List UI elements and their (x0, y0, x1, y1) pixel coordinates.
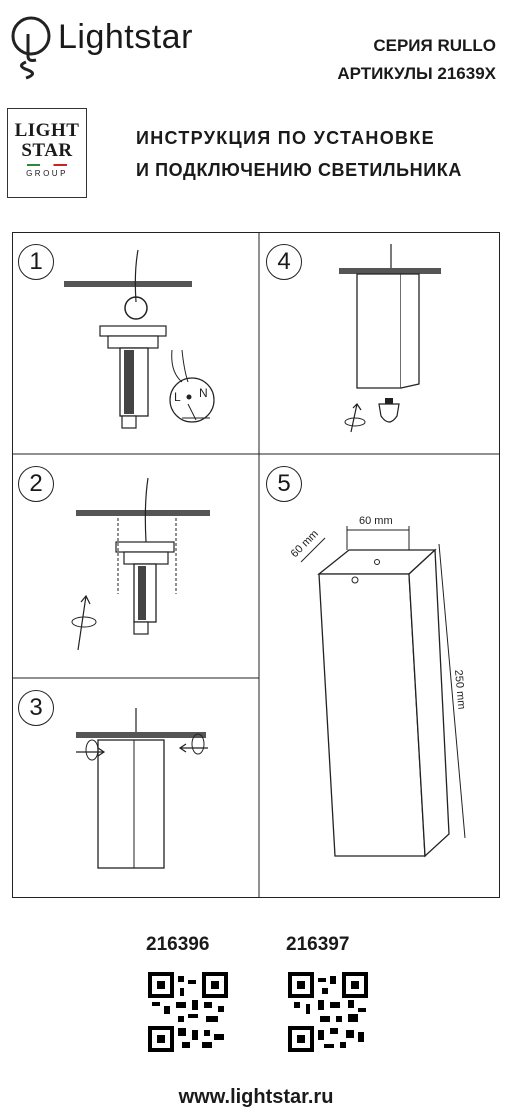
step-number-1: 1 (18, 244, 54, 280)
step-number-3: 3 (18, 690, 54, 726)
qr-code-2-icon[interactable] (288, 972, 368, 1052)
step-1-wiring-illustration: L N (64, 249, 215, 429)
logo-line-2: STAR (21, 140, 73, 161)
step-3-shade-illustration (76, 708, 208, 869)
step-5-dimensions-illustration: 60 mm 60 mm 250 mm (289, 515, 467, 858)
step-2-mounting-illustration (71, 477, 210, 651)
lightstar-logo-icon (11, 16, 51, 80)
series-title: СЕРИЯ RULLO (373, 36, 496, 55)
width-dimension-label: 60 mm (359, 515, 393, 527)
instruction-panel (12, 232, 500, 898)
instruction-title-line-2: И ПОДКЛЮЧЕНИЮ СВЕТИЛЬНИКА (136, 160, 462, 180)
depth-dimension-label: 60 mm (289, 528, 321, 560)
qr-code-1-icon[interactable] (148, 972, 228, 1052)
article-numbers: АРТИКУЛЫ 21639X (337, 64, 496, 83)
logo-line-1: LIGHT (14, 120, 80, 141)
step-number-5: 5 (266, 466, 302, 502)
logo-line-3: GROUP (26, 169, 68, 178)
italian-flag-stripe (27, 164, 67, 166)
light-star-group-logo: LIGHT STAR GROUP (7, 108, 87, 198)
instruction-title-line-1: ИНСТРУКЦИЯ ПО УСТАНОВКЕ (136, 128, 435, 148)
step-number-2: 2 (18, 466, 54, 502)
step-number-4: 4 (266, 244, 302, 280)
step-4-bulb-illustration (339, 244, 441, 433)
brand-name: Lightstar (58, 18, 193, 56)
product-code-2: 216397 (286, 934, 350, 955)
height-dimension-label: 250 mm (452, 669, 467, 710)
product-code-1: 216396 (146, 934, 210, 955)
website-link[interactable]: www.lightstar.ru (178, 1086, 334, 1108)
live-wire-label: L (174, 390, 181, 404)
neutral-wire-label: N (199, 386, 208, 400)
